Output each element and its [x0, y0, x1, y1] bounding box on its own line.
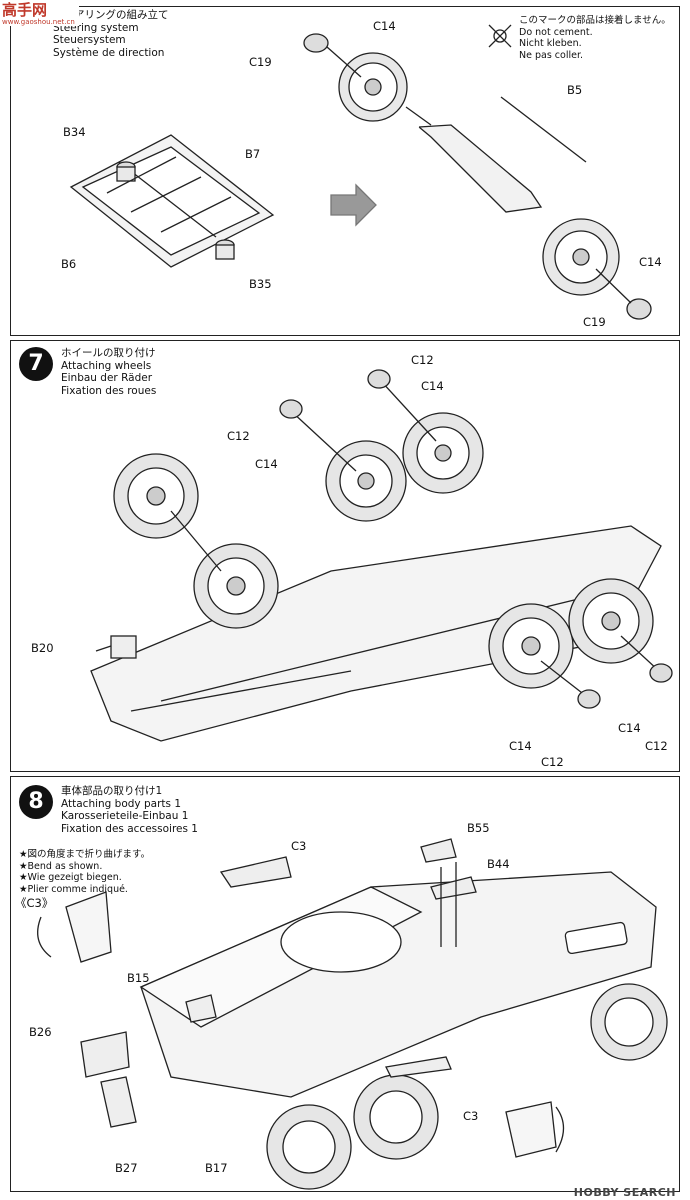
label-c12-b: C12 — [227, 429, 250, 443]
label-b27: B27 — [115, 1161, 138, 1175]
step7-titles: ホイールの取り付け Attaching wheels Einbau der Rä… — [61, 347, 156, 397]
step6-title-ja: ステアリングの組み立て — [53, 9, 169, 21]
step6-panel: ステアリングの組み立て Steering system Steuersystem… — [10, 6, 680, 336]
label-c14-a: C14 — [421, 379, 444, 393]
bend-note-ja: ★図の角度まで折り曲げます。 — [19, 849, 151, 860]
label-c3-detail: 《C3》 — [15, 896, 54, 910]
steering-illustration — [69, 24, 652, 320]
no-cement-fr: Ne pas coller. — [519, 49, 584, 61]
no-cement-de: Nicht kleben. — [519, 38, 582, 49]
label-b35: B35 — [249, 277, 272, 291]
site-watermark-bottom: HOBBY SEARCH — [573, 1186, 676, 1199]
step7-number: 7 — [19, 347, 53, 381]
step6-title-fr: Système de direction — [53, 46, 165, 59]
label-b20: B20 — [31, 641, 54, 655]
body-parts-illustration — [37, 838, 668, 1190]
step8-title-fr: Fixation des accessoires 1 — [61, 822, 198, 835]
label-c14-d: C14 — [618, 721, 641, 735]
wheels-illustration — [90, 369, 673, 742]
label-c19-bottom: C19 — [583, 315, 606, 329]
label-c3-bottom: C3 — [463, 1109, 479, 1123]
label-c14-top: C14 — [373, 19, 396, 33]
label-c14-c: C14 — [509, 739, 532, 753]
label-b7: B7 — [245, 147, 261, 161]
no-cement-note: このマークの部品は接着しません。 Do not cement. Nicht kl… — [519, 15, 671, 61]
label-b17: B17 — [205, 1161, 228, 1175]
label-b34: B34 — [63, 125, 86, 139]
label-c14-b: C14 — [255, 457, 278, 471]
label-c19-top: C19 — [249, 55, 272, 69]
label-b55: B55 — [467, 821, 490, 835]
site-watermark-top: 高手网 www.gaoshou.net.cn — [0, 0, 79, 26]
step7-panel: 7 ホイールの取り付け Attaching wheels Einbau der … — [10, 340, 680, 772]
step6-title-de: Steuersystem — [53, 34, 126, 46]
label-c12-a: C12 — [411, 353, 434, 367]
bend-note-fr: ★Plier comme indiqué. — [19, 883, 128, 895]
step7-title-fr: Fixation des roues — [61, 384, 157, 397]
no-cement-en: Do not cement. — [519, 26, 593, 38]
step6-titles: ステアリングの組み立て Steering system Steuersystem… — [53, 9, 169, 59]
step8-title-ja: 車体部品の取り付け1 — [61, 785, 163, 797]
label-c12-d: C12 — [645, 739, 668, 753]
label-b5: B5 — [567, 83, 583, 97]
step8-number: 8 — [19, 785, 53, 819]
step8-panel: 8 車体部品の取り付け1 Attaching body parts 1 Karo… — [10, 776, 680, 1192]
step8-titles: 車体部品の取り付け1 Attaching body parts 1 Kaross… — [61, 785, 198, 835]
label-b44: B44 — [487, 857, 510, 871]
step8-title-en: Attaching body parts 1 — [61, 797, 181, 810]
label-b6: B6 — [61, 257, 77, 271]
label-c14-bottom: C14 — [639, 255, 662, 269]
watermark-top-main: 高手网 — [2, 1, 48, 19]
no-cement-ja: このマークの部品は接着しません。 — [519, 15, 671, 26]
label-b26: B26 — [29, 1025, 52, 1039]
watermark-top-sub: www.gaoshou.net.cn — [2, 18, 75, 26]
step7-title-en: Attaching wheels — [61, 359, 152, 372]
bend-note-de: ★Wie gezeigt biegen. — [19, 872, 122, 883]
label-c3-top: C3 — [291, 839, 307, 853]
bend-note: ★図の角度まで折り曲げます。 ★Bend as shown. ★Wie geze… — [19, 849, 150, 895]
label-c12-c: C12 — [541, 755, 564, 769]
step7-title-de: Einbau der Räder — [61, 372, 153, 384]
label-b15: B15 — [127, 971, 150, 985]
step8-title-de: Karosserieteile-Einbau 1 — [61, 810, 189, 822]
step7-title-ja: ホイールの取り付け — [61, 347, 156, 359]
bend-note-en: ★Bend as shown. — [19, 860, 103, 872]
